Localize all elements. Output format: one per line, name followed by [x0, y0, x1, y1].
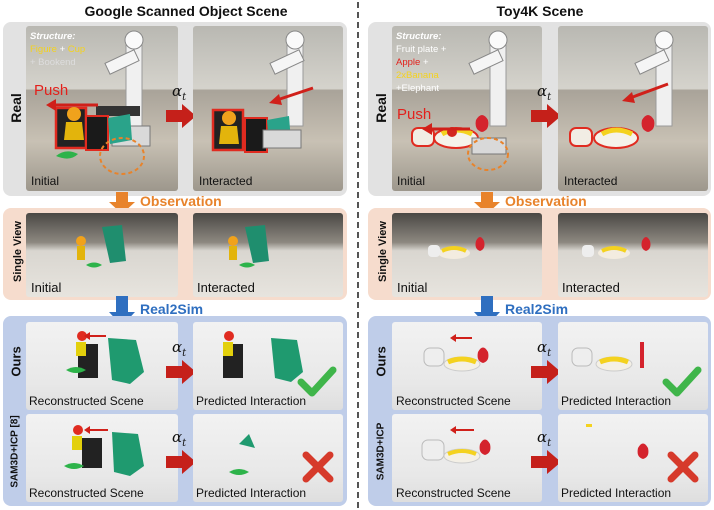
left-real-red-arrow [166, 104, 196, 128]
left-ours-pred-photo: Predicted Interaction [193, 322, 343, 410]
structure-apple: Apple [396, 57, 421, 68]
left-ours-recon-caption: Reconstructed Scene [29, 394, 144, 408]
left-base-alpha: αt [172, 428, 187, 449]
left-push-arrow [46, 99, 98, 111]
left-ours-label: Ours [8, 346, 24, 377]
structure-plus: + [56, 44, 68, 55]
sim-scene-drawing [64, 425, 144, 476]
right-single-interacted-caption: Interacted [562, 280, 620, 295]
right-ours-label: Ours [373, 346, 389, 377]
left-ours-pred-caption: Predicted Interaction [196, 394, 307, 408]
robot-arm-drawing [54, 30, 151, 175]
right-ours-recon-caption: Reconstructed Scene [396, 394, 511, 408]
right-baseline-label: SAM3D+ICP [375, 422, 387, 481]
left-push-label: Push [34, 82, 69, 99]
right-real-red-arrow [531, 104, 561, 128]
left-real-initial-photo: Structure: Figure + Cup + Bookend Push I… [26, 26, 178, 191]
left-base-pred-photo: Predicted Interaction [193, 414, 343, 502]
right-base-red-arrow [531, 450, 561, 474]
single-view-drawing [428, 237, 485, 259]
structure-heading: Structure: [396, 31, 442, 42]
left-base-red-arrow [166, 450, 196, 474]
right-push-arrow [422, 123, 470, 135]
right-column-title: Toy4K Scene [496, 3, 584, 19]
structure-line2: Apple + [396, 56, 476, 69]
right-base-pred-caption: Predicted Interaction [561, 486, 672, 500]
left-column-title: Google Scanned Object Scene [84, 3, 288, 19]
robot-arm-drawing [569, 30, 674, 149]
right-base-alpha: αt [537, 428, 552, 449]
check-icon [297, 366, 337, 397]
structure-line1: Figure + Cup [30, 43, 110, 56]
right-single-initial-photo: Initial [392, 213, 542, 297]
left-single-interacted-photo: Interacted [193, 213, 343, 297]
left-base-recon-photo: Reconstructed Scene [26, 414, 178, 502]
left-single-interacted-caption: Interacted [197, 280, 255, 295]
right-base-pred-photo: Predicted Interaction [558, 414, 708, 502]
single-view-drawing [76, 225, 126, 268]
right-structure-box: Structure: Fruit plate + Apple + 2xBanan… [396, 30, 476, 95]
structure-line3: 2xBanana [396, 70, 439, 81]
right-base-recon-caption: Reconstructed Scene [396, 486, 511, 500]
structure-cup: Cup [67, 44, 86, 55]
robot-arm-drawing [411, 30, 509, 171]
left-real-alpha: αt [172, 82, 187, 103]
right-single-interacted-photo: Interacted [558, 213, 708, 297]
left-real-label: Real [8, 93, 24, 123]
sim-scene-drawing [66, 331, 144, 384]
right-real-label: Real [373, 93, 389, 123]
structure-heading: Structure: [30, 31, 76, 42]
structure-line2: + Bookend [30, 57, 76, 68]
left-single-initial-photo: Initial [26, 213, 178, 297]
left-ours-red-arrow [166, 360, 196, 384]
left-ours-alpha: αt [172, 338, 187, 359]
left-ours-recon-photo: Reconstructed Scene [26, 322, 178, 410]
right-ours-recon-photo: Reconstructed Scene [392, 322, 542, 410]
left-real2sim-label: Real2Sim [140, 301, 204, 317]
left-structure-box: Structure: Figure + Cup + Bookend [30, 30, 110, 69]
right-ours-red-arrow [531, 360, 561, 384]
left-baseline-label: SAM3D+ICP [8] [9, 415, 21, 488]
sim-scene-drawing [423, 334, 489, 372]
sim-scene-drawing [586, 424, 649, 459]
left-real-initial-caption: Initial [31, 174, 60, 188]
right-single-initial-caption: Initial [397, 280, 428, 295]
left-single-view-label: Single View [12, 221, 24, 282]
left-single-initial-caption: Initial [31, 280, 62, 295]
right-real-alpha: αt [537, 82, 552, 103]
right-real-initial-caption: Initial [397, 174, 426, 188]
left-base-pred-caption: Predicted Interaction [196, 486, 307, 500]
right-ours-pred-photo: Predicted Interaction [558, 322, 708, 410]
left-observation-label: Observation [140, 193, 222, 209]
right-real-interacted-caption: Interacted [564, 174, 618, 188]
single-view-drawing [582, 237, 651, 259]
structure-plus: + [420, 57, 429, 68]
left-real-interacted-caption: Interacted [199, 174, 253, 188]
right-single-view-label: Single View [377, 221, 389, 282]
sim-scene-drawing [571, 342, 644, 372]
right-observation-label: Observation [505, 193, 587, 209]
right-ours-alpha: αt [537, 338, 552, 359]
right-real2sim-label: Real2Sim [505, 301, 569, 317]
cross-icon [667, 451, 699, 483]
robot-arm-drawing [211, 30, 314, 153]
right-ours-pred-caption: Predicted Interaction [561, 394, 672, 408]
sim-scene-drawing [223, 331, 303, 382]
check-icon [662, 366, 702, 397]
right-base-recon-photo: Reconstructed Scene [392, 414, 542, 502]
structure-line1: Fruit plate + [396, 44, 447, 55]
structure-figure: Figure [30, 44, 57, 55]
left-real-interacted-photo: Interacted [193, 26, 343, 191]
sim-scene-drawing [229, 434, 255, 475]
structure-line4: +Elephant [396, 83, 440, 94]
sim-scene-drawing [421, 426, 491, 464]
right-real-interacted-photo: Interacted [558, 26, 708, 191]
cross-icon [302, 451, 334, 483]
right-real-initial-photo: Structure: Fruit plate + Apple + 2xBanan… [392, 26, 542, 191]
right-push-label: Push [397, 106, 432, 123]
column-divider [357, 2, 359, 508]
left-base-recon-caption: Reconstructed Scene [29, 486, 144, 500]
single-view-drawing [228, 225, 269, 268]
